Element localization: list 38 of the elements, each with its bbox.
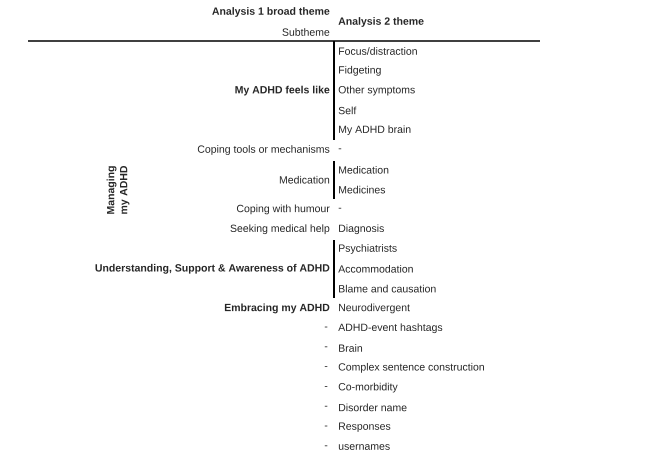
table-cell: Medication	[280, 176, 330, 184]
table-cell: Diagnosis	[339, 224, 384, 234]
table-cell: Self	[338, 106, 356, 114]
table-cell: Fidgeting	[339, 66, 381, 76]
table-cell: -	[338, 208, 342, 209]
table-cell: -	[324, 406, 328, 407]
table-cell: Disorder name	[339, 404, 407, 412]
table-cell: Focus/distraction	[339, 47, 417, 55]
table-cell: Co-morbidity	[338, 382, 398, 392]
table-cell: -	[324, 326, 328, 328]
table-cell: usernames	[338, 444, 390, 450]
table-cell: -	[338, 148, 342, 150]
table-cell: Understanding, Support & Awareness of ADHD	[96, 264, 330, 274]
table-cell: Brain	[339, 344, 362, 352]
table-cell: ADHD-event hashtags	[338, 323, 442, 334]
rotated-group-label: Managing my ADHD	[106, 166, 130, 214]
table-cell: Responses	[339, 422, 390, 432]
table-cell: Other symptoms	[338, 86, 415, 96]
column-header: Analysis 2 theme	[338, 17, 424, 27]
table-cell: -	[324, 445, 328, 446]
table-cell: Neurodivergent	[339, 304, 410, 314]
table-cell: My ADHD brain	[339, 125, 410, 136]
table-cell: Embracing my ADHD	[224, 304, 330, 314]
table-cell: Psychiatrists	[339, 244, 397, 254]
column-header: Analysis 1 broad theme	[212, 7, 330, 17]
table-cell: Accommodation	[338, 264, 413, 273]
table-cell: Seeking medical help	[230, 224, 330, 234]
table-cell: My ADHD feels like	[235, 86, 330, 96]
table-cell: -	[324, 366, 328, 368]
table-cell: Complex sentence construction	[338, 362, 484, 373]
table-cell: -	[324, 386, 328, 387]
table-cell: Coping tools or mechanisms	[198, 145, 330, 155]
table-cell: -	[324, 346, 328, 348]
table-cell: Coping with humour	[236, 204, 330, 214]
column-subheader: Subtheme	[282, 28, 330, 36]
table-cell: Medicines	[339, 186, 386, 194]
table-cell: Blame and causation	[339, 284, 436, 292]
table-cell: Medication	[339, 166, 388, 174]
